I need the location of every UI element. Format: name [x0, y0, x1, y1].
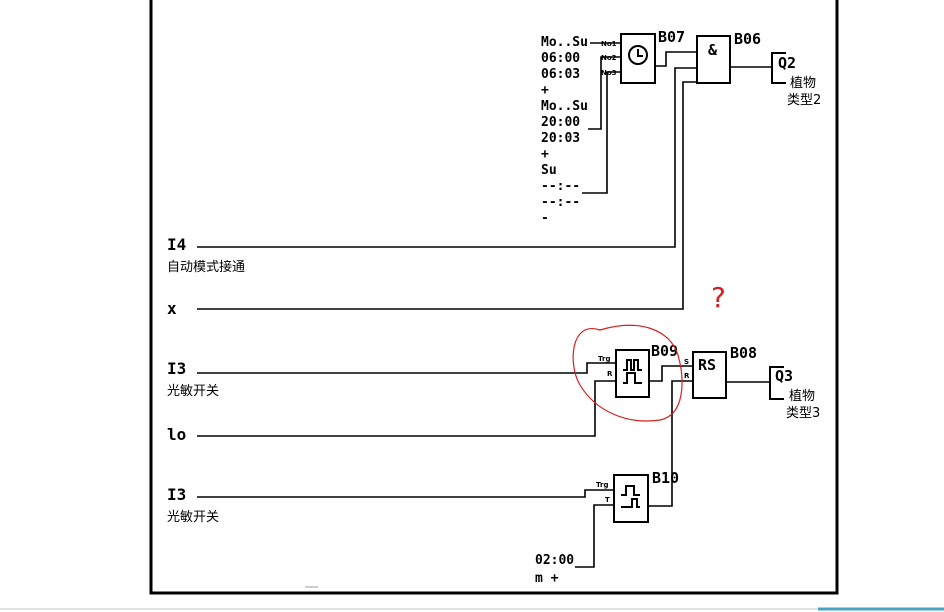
svg-text:Q3: Q3 — [775, 367, 793, 385]
pulse-icon — [623, 359, 642, 371]
svg-text:-: - — [541, 211, 549, 226]
red-circle-annotation — [572, 324, 683, 422]
svg-text:20:00: 20:00 — [541, 115, 580, 130]
svg-text:T: T — [605, 496, 610, 504]
svg-text:+: + — [541, 147, 549, 162]
svg-text:06:03: 06:03 — [541, 67, 580, 82]
output-q3[interactable]: Q3 植物 类型3 — [769, 366, 820, 421]
input-i4[interactable]: I4 自动模式接通 — [167, 235, 245, 275]
on-delay-icon — [621, 498, 640, 508]
input-i3-a[interactable]: I3 光敏开关 — [167, 359, 219, 399]
svg-text:--:--: --:-- — [541, 195, 580, 210]
svg-text:光敏开关: 光敏开关 — [167, 510, 219, 525]
svg-text:06:00: 06:00 — [541, 51, 580, 66]
svg-text:类型2: 类型2 — [787, 93, 821, 108]
diagram-frame — [149, 0, 839, 595]
svg-text:I3: I3 — [167, 359, 186, 378]
svg-text:B10: B10 — [652, 469, 679, 487]
svg-text:&: & — [708, 41, 718, 59]
and-block-b06[interactable]: & B06 — [696, 30, 761, 84]
svg-text:植物: 植物 — [790, 76, 816, 91]
b10-time-setting[interactable]: 02:00 m + — [535, 553, 574, 586]
timer-settings[interactable]: Mo..Su 06:00 06:03 + Mo..Su 20:00 20:03 … — [541, 35, 588, 226]
svg-text:Su: Su — [541, 163, 557, 178]
svg-text:No3: No3 — [601, 69, 617, 77]
svg-text:B07: B07 — [658, 28, 685, 46]
svg-text:I4: I4 — [167, 235, 186, 254]
svg-text:--:--: --:-- — [541, 179, 580, 194]
svg-text:自动模式接通: 自动模式接通 — [167, 259, 245, 275]
output-q2[interactable]: Q2 植物 类型2 — [771, 52, 821, 108]
svg-text:R: R — [607, 370, 613, 378]
svg-text:Mo..Su: Mo..Su — [541, 35, 588, 50]
svg-text:Trg: Trg — [596, 481, 608, 489]
svg-text:R: R — [684, 372, 690, 380]
svg-text:B08: B08 — [730, 344, 757, 362]
clock-icon — [628, 45, 648, 65]
wires — [197, 42, 771, 568]
input-lo[interactable]: lo — [167, 425, 186, 444]
svg-text:I3: I3 — [167, 485, 186, 504]
svg-text:光敏开关: 光敏开关 — [167, 384, 219, 399]
svg-text:类型3: 类型3 — [786, 406, 820, 421]
svg-text:Trg: Trg — [598, 355, 610, 363]
input-i3-b[interactable]: I3 光敏开关 — [167, 485, 219, 525]
on-delay-icon — [621, 485, 640, 496]
svg-text:B09: B09 — [651, 342, 678, 360]
pulse-icon — [623, 372, 642, 384]
svg-text:No1: No1 — [601, 40, 617, 48]
svg-text:植物: 植物 — [789, 389, 815, 404]
svg-text:+: + — [541, 83, 549, 98]
svg-text:20:03: 20:03 — [541, 131, 580, 146]
question-mark-annotation: ? — [711, 281, 726, 314]
svg-text:m +: m + — [535, 571, 559, 586]
svg-text:No2: No2 — [601, 54, 617, 62]
pulse-block-b09[interactable]: B09 Trg R — [598, 342, 678, 398]
svg-text:02:00: 02:00 — [535, 553, 574, 568]
pulse-block-b10[interactable]: B10 Trg T — [596, 469, 679, 523]
svg-text:Q2: Q2 — [778, 54, 796, 72]
svg-text:S: S — [684, 358, 689, 366]
rs-block-b08[interactable]: RS B08 S R — [684, 344, 757, 399]
svg-text:B06: B06 — [734, 30, 761, 48]
timer-block-b07[interactable]: B07 No1 No2 No3 — [601, 28, 685, 84]
input-x[interactable]: x — [167, 299, 177, 318]
svg-text:RS: RS — [698, 356, 716, 374]
svg-text:Mo..Su: Mo..Su — [541, 99, 588, 114]
